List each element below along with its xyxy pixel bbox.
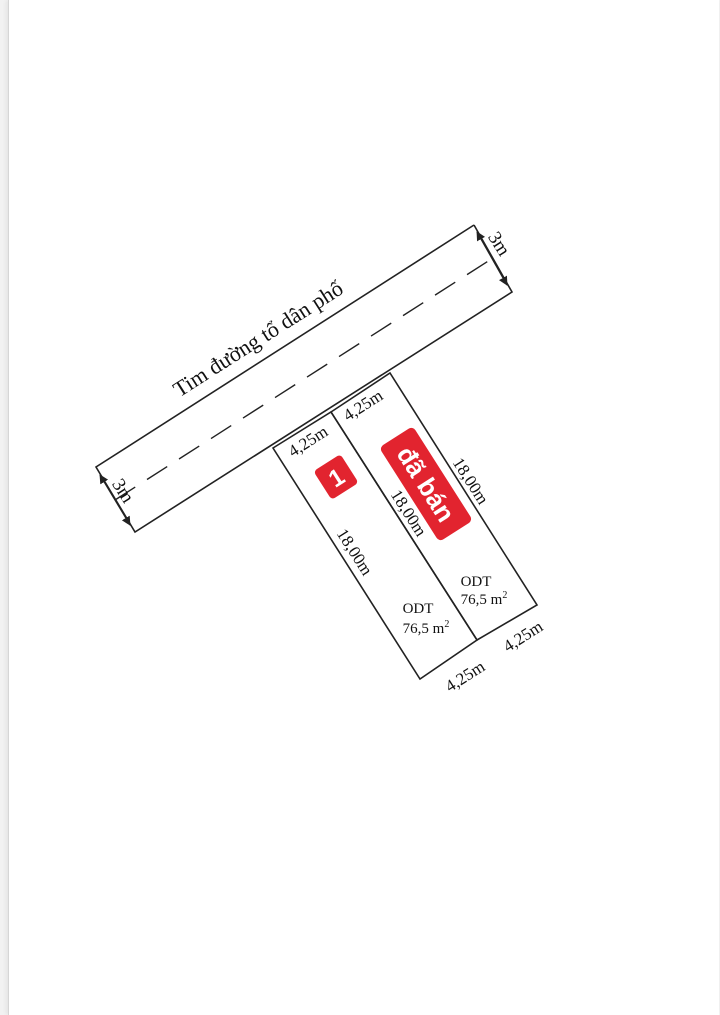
road-width-label-left: 3m (107, 475, 138, 507)
road-width-label-top: 3m (483, 228, 514, 260)
lot-1-land-type: ODT (403, 601, 434, 617)
lot-1-back-width: 4,25m (442, 657, 488, 696)
lot-1-area: 76,5 m2 (403, 619, 450, 637)
road-label: Tim đường tổ dân phố (168, 275, 347, 402)
lot-2-area: 76,5 m2 (461, 590, 508, 608)
lot-2-area-sup: 2 (502, 590, 507, 601)
road-width-arrow-left (99, 474, 131, 526)
lot-1-front-width: 4,25m (285, 422, 331, 461)
lot-2-area-value: 76,5 m (461, 592, 503, 608)
lot-1-area-value: 76,5 m (403, 621, 445, 637)
road-width-arrow-top (476, 231, 508, 286)
lot-1-area-sup: 2 (444, 619, 449, 630)
lot-2-land-type: ODT (461, 574, 492, 590)
lot-1-badge: 1 (314, 455, 358, 499)
lot-2-outline (329, 371, 539, 642)
